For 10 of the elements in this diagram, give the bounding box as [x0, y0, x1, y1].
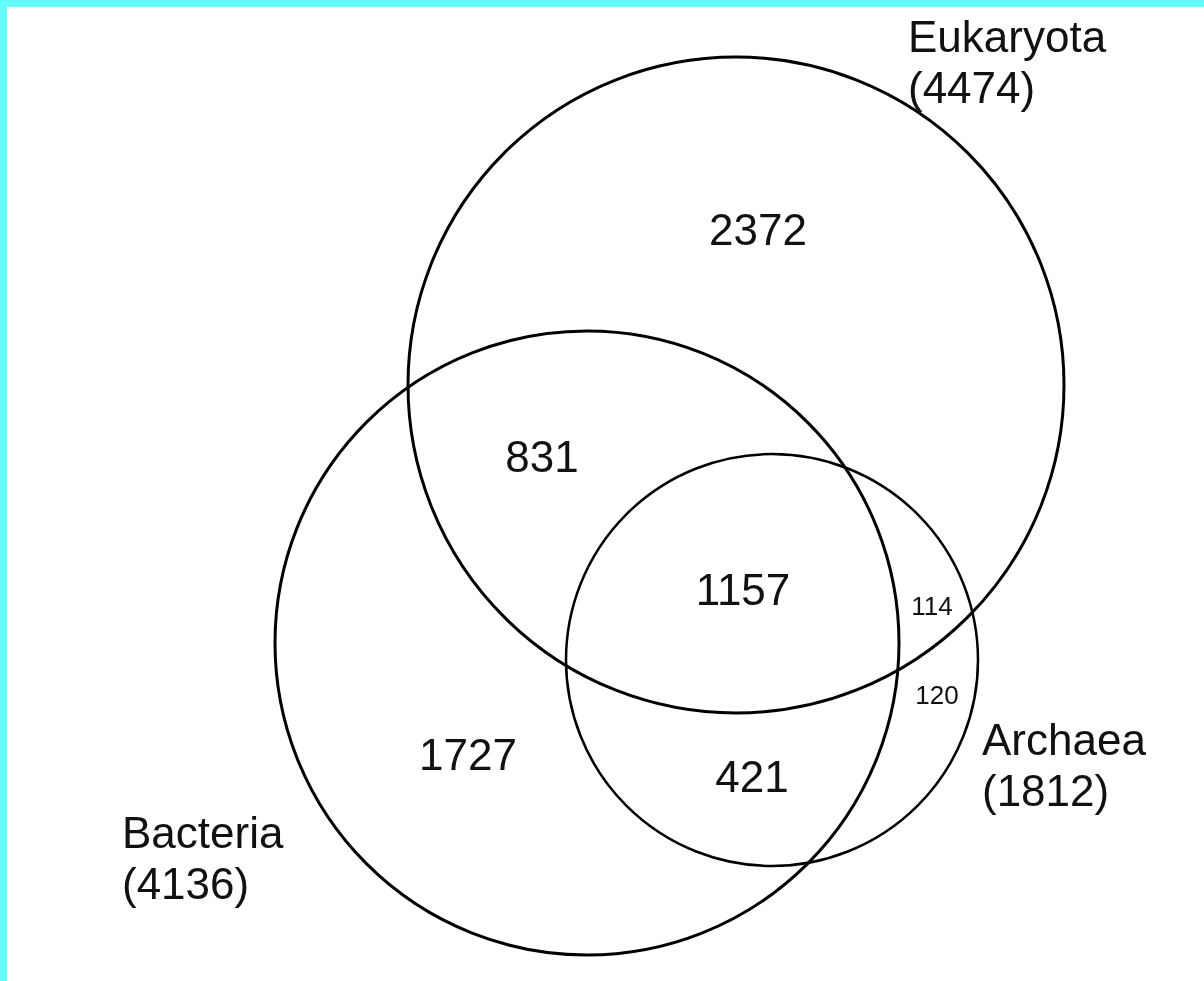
set-label: Archaea (1812) — [982, 715, 1147, 817]
region-count: 120 — [915, 679, 959, 711]
region-count: 114 — [911, 590, 953, 622]
region-count: 2372 — [709, 205, 807, 255]
set-label: Eukaryota (4474) — [908, 12, 1108, 114]
region-count: 831 — [505, 432, 579, 482]
region-count: 1727 — [419, 730, 517, 780]
set-label: Bacteria (4136) — [122, 808, 285, 910]
region-count: 421 — [715, 752, 789, 802]
region-count: 1157 — [695, 565, 791, 615]
